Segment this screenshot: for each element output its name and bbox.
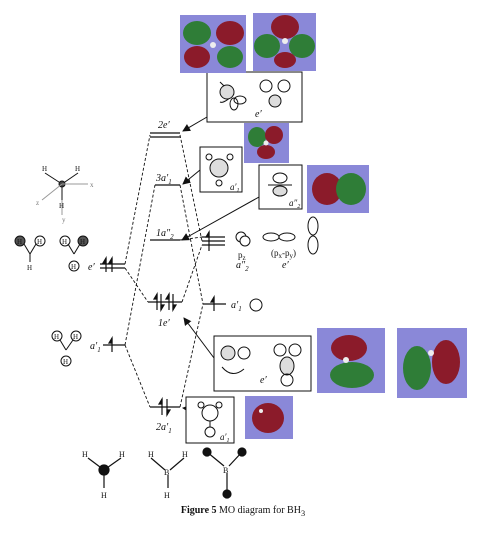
pxpy-label: (px-py) <box>271 248 296 260</box>
mo-render-5 <box>317 328 385 393</box>
svg-text:y: y <box>62 216 66 224</box>
svg-text:B: B <box>223 466 228 475</box>
correlation-lines <box>124 134 204 408</box>
svg-text:H: H <box>80 238 85 246</box>
box-top-e-label: e′ <box>255 109 262 120</box>
svg-text:H: H <box>71 263 76 271</box>
frag-e-right-label: e′ <box>282 260 289 271</box>
p-orbital-glyphs <box>235 216 319 312</box>
label-3a1: 3a′1 <box>155 173 172 186</box>
mo-render-6 <box>397 328 467 398</box>
mo-render-7 <box>245 396 293 439</box>
frag-right-a-label: a′1 <box>231 300 242 313</box>
pz-label: pz <box>238 250 246 262</box>
box-bot-a1: a′1 <box>185 396 235 444</box>
left-a1-fragment: H H H <box>51 330 82 367</box>
svg-text:H: H <box>63 358 68 366</box>
frag-a2-label: a″2 <box>236 260 249 273</box>
figure-title-sub: 3 <box>300 509 306 518</box>
box-a1: a′1 <box>199 146 243 194</box>
svg-text:H: H <box>182 450 188 459</box>
svg-text:H: H <box>62 238 67 246</box>
label-2e: 2e′ <box>158 120 170 131</box>
svg-text:e′: e′ <box>260 375 267 386</box>
svg-text:H: H <box>17 238 22 246</box>
frag-left-e-label: e′ <box>88 262 95 273</box>
svg-text:H: H <box>75 165 80 173</box>
mo-render-2 <box>253 13 316 71</box>
label-1e: 1e′ <box>158 318 170 329</box>
bh3-structures: H H H H H B H B <box>82 447 247 500</box>
figure-number: Figure 5 <box>180 505 217 516</box>
label-1a2: 1a″2 <box>156 228 174 241</box>
svg-text:H: H <box>54 333 59 341</box>
figure-caption: Figure 5 MO diagram for BH3 <box>0 505 486 518</box>
svg-text:B: B <box>164 468 169 477</box>
frag-left-a-label: a′1 <box>90 341 101 354</box>
axis-molecule: H H H x y z <box>36 165 94 224</box>
s-orbital-glyph <box>249 298 263 312</box>
svg-text:H: H <box>119 450 125 459</box>
svg-text:H: H <box>148 450 154 459</box>
svg-text:H: H <box>73 333 78 341</box>
svg-text:H: H <box>101 491 107 500</box>
svg-text:H: H <box>82 450 88 459</box>
svg-text:H: H <box>37 238 42 246</box>
box-a2: a″2 <box>258 164 303 210</box>
mo-render-3 <box>244 123 289 163</box>
svg-text:a′1: a′1 <box>230 182 239 194</box>
label-2a1: 2a′1 <box>156 422 172 435</box>
svg-text:H: H <box>59 202 64 210</box>
box-top-e: e′ <box>206 71 303 123</box>
electron-arrows <box>101 229 215 418</box>
mo-render-1 <box>180 15 246 73</box>
svg-text:a′1: a′1 <box>220 432 229 444</box>
atom-H: H <box>42 165 47 173</box>
svg-text:H: H <box>27 264 32 272</box>
svg-text:a″2: a″2 <box>289 198 300 210</box>
svg-text:x: x <box>90 181 94 189</box>
figure-title: MO diagram for BH <box>219 505 301 516</box>
left-e-fragments: H H H H H H <box>14 235 89 272</box>
svg-text:H: H <box>164 491 170 500</box>
svg-text:z: z <box>36 199 39 207</box>
mo-render-4 <box>307 165 369 213</box>
box-mid-e: e′ <box>213 335 312 392</box>
